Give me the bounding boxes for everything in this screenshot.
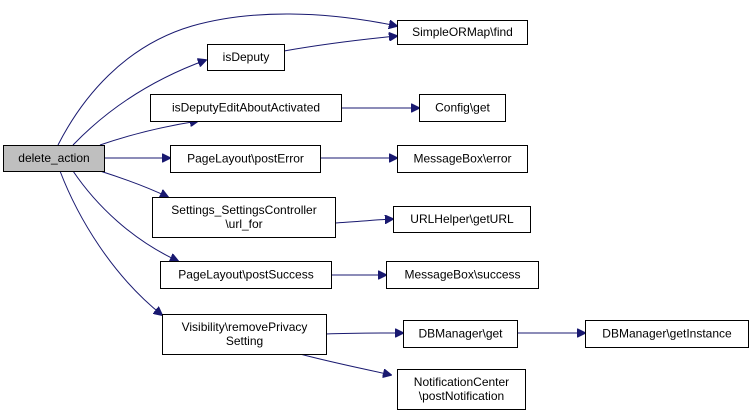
node-label-msgError-line-0: MessageBox\error: [413, 152, 511, 166]
node-getURL[interactable]: URLHelper\getURL: [393, 206, 531, 233]
node-label-postNotification-line-1: \postNotification: [419, 389, 504, 403]
node-label-removePrivacy-line-1: Setting: [226, 334, 263, 348]
node-label-delete_action-line-0: delete_action: [18, 151, 89, 165]
node-urlFor[interactable]: Settings_SettingsController\url_for: [152, 197, 336, 238]
edge-removePrivacy-to-postNotification: [299, 353, 391, 375]
node-delete_action[interactable]: delete_action: [3, 145, 105, 172]
node-find[interactable]: SimpleORMap\find: [397, 20, 528, 45]
node-label-getURL-line-0: URLHelper\getURL: [410, 212, 514, 226]
node-msgError[interactable]: MessageBox\error: [397, 145, 528, 173]
node-label-postError-line-0: PageLayout\postError: [187, 152, 304, 166]
edge-delete_action-to-isDeputyEdit: [99, 121, 198, 146]
node-dbInstance[interactable]: DBManager\getInstance: [585, 320, 749, 348]
node-label-urlFor-line-0: Settings_SettingsController: [171, 203, 316, 217]
node-label-msgSuccess-line-0: MessageBox\success: [404, 268, 520, 282]
node-label-dbGet-line-0: DBManager\get: [418, 327, 503, 341]
node-postError[interactable]: PageLayout\postError: [170, 145, 321, 173]
node-msgSuccess[interactable]: MessageBox\success: [386, 261, 539, 289]
node-label-isDeputyEdit-line-0: isDeputyEditAboutActivated: [172, 101, 320, 115]
node-label-find-line-0: SimpleORMap\find: [412, 25, 513, 39]
edge-delete_action-to-urlFor: [99, 170, 168, 197]
edge-delete_action-to-find: [57, 13, 397, 146]
node-label-removePrivacy-line-0: Visibility\removePrivacy: [182, 320, 308, 334]
edge-delete_action-to-isDeputy: [72, 60, 206, 146]
edge-delete_action-to-removePrivacy: [59, 170, 162, 315]
node-label-postSuccess-line-0: PageLayout\postSuccess: [178, 268, 313, 282]
node-label-dbInstance-line-0: DBManager\getInstance: [602, 327, 732, 341]
node-isDeputyEdit[interactable]: isDeputyEditAboutActivated: [150, 94, 342, 122]
node-label-postNotification-line-0: NotificationCenter: [414, 375, 509, 389]
edge-isDeputy-to-find: [283, 36, 397, 52]
node-dbGet[interactable]: DBManager\get: [403, 320, 518, 348]
edge-delete_action-to-postSuccess: [72, 170, 178, 261]
node-label-urlFor-line-1: \url_for: [225, 217, 262, 231]
edge-urlFor-to-getURL: [334, 219, 393, 223]
node-label-configGet-line-0: Config\get: [435, 101, 490, 115]
node-label-isDeputy-line-0: isDeputy: [223, 50, 270, 64]
edge-removePrivacy-to-dbGet: [325, 333, 403, 334]
node-postNotification[interactable]: NotificationCenter\postNotification: [397, 369, 526, 410]
node-postSuccess[interactable]: PageLayout\postSuccess: [160, 261, 332, 289]
node-configGet[interactable]: Config\get: [419, 94, 506, 122]
node-isDeputy[interactable]: isDeputy: [207, 44, 285, 71]
